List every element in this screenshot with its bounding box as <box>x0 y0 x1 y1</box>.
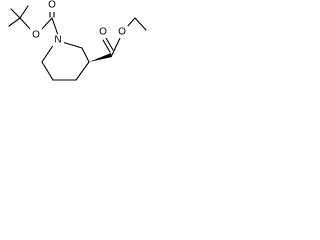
bond-ester-double-a <box>102 39 111 53</box>
stereo-wedge-bond <box>89 53 112 62</box>
atom-label-text: O <box>118 27 126 38</box>
atom-label-ring-n: N <box>52 34 64 46</box>
boc-carbonyl-group <box>40 8 59 36</box>
bond-c2-c3 <box>81 47 90 63</box>
tert-butyl-group <box>8 5 32 31</box>
bond-tbu-c2 <box>8 17 21 27</box>
bond-ester-c-o <box>111 37 121 56</box>
atom-label-text: O <box>32 30 40 41</box>
bond-tbu-o <box>19 17 32 31</box>
bond-c3-c4 <box>75 61 90 81</box>
atom-label-ester-o2: O <box>116 26 128 38</box>
atom-label-text: N <box>54 35 61 46</box>
atom-label-text: O <box>99 27 107 38</box>
bond-carbonyl-n <box>51 17 59 36</box>
atom-label-boc-o1: O <box>30 28 42 41</box>
atom-label-text: O <box>48 0 56 11</box>
bond-c6-n <box>41 43 55 63</box>
atom-label-boc-o2: O <box>46 0 58 12</box>
structure-diagram: O O N O O <box>8 0 147 81</box>
bond-n-c2 <box>61 41 83 49</box>
bond-c5-c6 <box>41 61 54 81</box>
atom-label-ester-o1: O <box>97 26 109 38</box>
bond-tbu-c1 <box>10 8 21 19</box>
bond-ester-double-b <box>105 37 114 51</box>
bond-tbu-c3 <box>19 5 29 19</box>
piperidine-ring <box>41 41 90 81</box>
bond-o-carbonyl <box>40 17 53 31</box>
bond-ch2-ch3 <box>134 17 147 31</box>
